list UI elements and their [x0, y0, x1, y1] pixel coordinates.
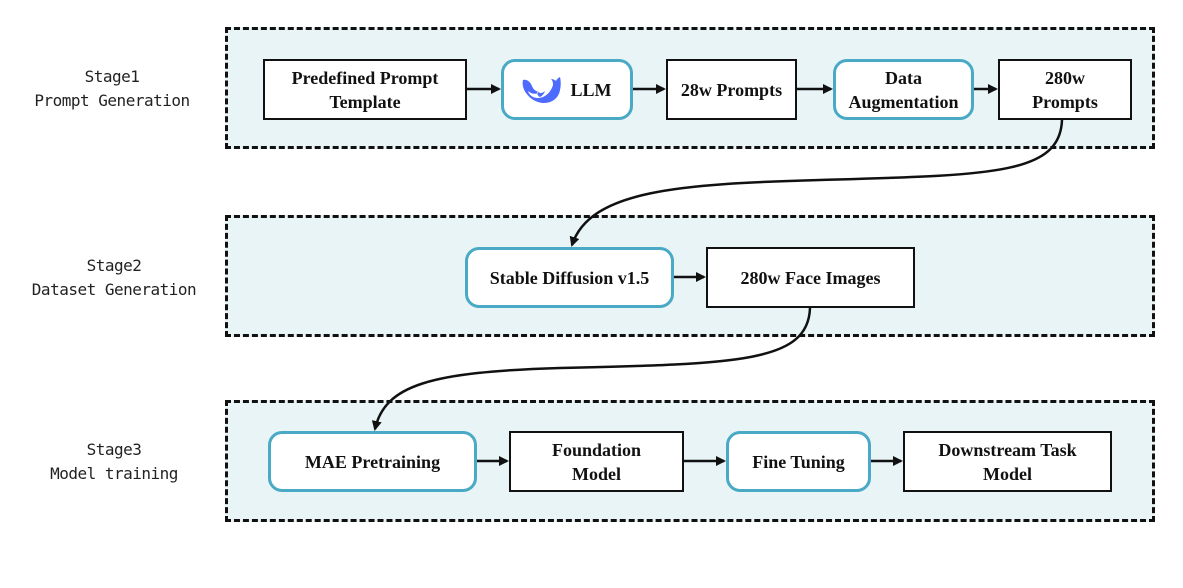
node-fine-tuning: Fine Tuning — [726, 431, 871, 492]
stage3-label: Stage3 Model training — [4, 438, 224, 486]
node-foundation-model: Foundation Model — [509, 431, 684, 492]
node-280w-prompts: 280w Prompts — [998, 59, 1132, 120]
stage2-label: Stage2 Dataset Generation — [4, 254, 224, 302]
stage1-title: Stage1 — [84, 67, 140, 86]
node-280w-face-images: 280w Face Images — [706, 247, 915, 308]
stage2-title: Stage2 — [86, 256, 142, 275]
deepseek-whale-icon — [523, 76, 562, 103]
node-28w-prompts: 28w Prompts — [666, 59, 797, 120]
stage3-title: Stage3 — [86, 440, 142, 459]
stage1-subtitle: Prompt Generation — [34, 91, 190, 110]
stage2-subtitle: Dataset Generation — [31, 280, 197, 299]
node-llm: LLM — [501, 59, 633, 120]
node-predefined-prompt-template: Predefined Prompt Template — [263, 59, 467, 120]
node-stable-diffusion: Stable Diffusion v1.5 — [465, 247, 674, 308]
stage3-subtitle: Model training — [50, 464, 178, 483]
node-downstream-task-model: Downstream Task Model — [903, 431, 1112, 492]
stage2-panel — [225, 215, 1155, 337]
stage1-label: Stage1 Prompt Generation — [2, 65, 222, 113]
node-data-augmentation: Data Augmentation — [833, 59, 974, 120]
node-mae-pretraining: MAE Pretraining — [268, 431, 477, 492]
